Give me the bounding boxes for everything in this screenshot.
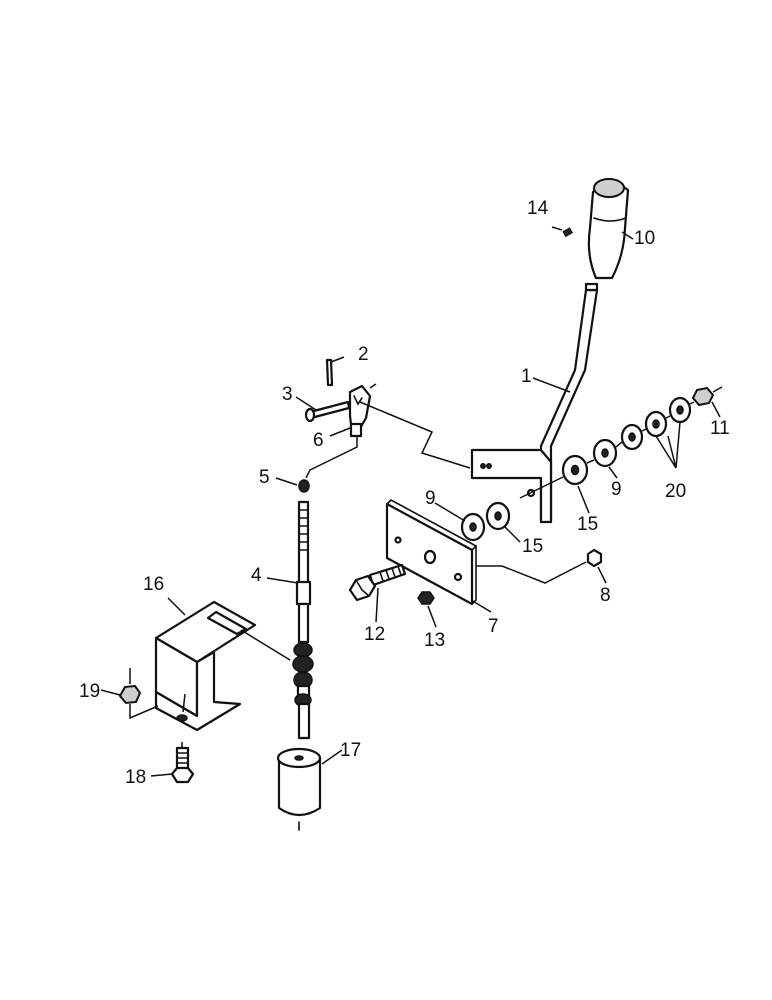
label-part-14: 14 [527, 198, 549, 219]
label-part-13: 13 [424, 630, 445, 651]
bracket [154, 600, 257, 732]
leader-lines [100, 226, 721, 777]
washer-15-right [561, 454, 589, 486]
shift-lever [470, 282, 599, 524]
label-part-10: 10 [634, 228, 655, 249]
screw-8 [586, 548, 603, 568]
shift-rod [292, 500, 314, 740]
label-part-8: 8 [600, 585, 611, 606]
bolt [348, 563, 407, 602]
clevis [348, 384, 372, 438]
cylinder-boot [276, 747, 322, 831]
washer-9 [592, 438, 618, 468]
label-part-15-upper: 15 [577, 514, 598, 535]
plate-connector-line [476, 561, 587, 584]
nut-11 [691, 386, 715, 407]
label-part-15-lower: 15 [522, 536, 543, 557]
washer-20-b [644, 410, 668, 438]
nut-13 [417, 591, 435, 605]
mounting-plate [385, 499, 478, 606]
label-part-12: 12 [364, 624, 385, 645]
label-part-11: 11 [710, 418, 730, 439]
label-part-5: 5 [259, 467, 270, 488]
part-labels: 1 2 3 6 5 4 9 15 15 9 20 11 10 14 8 7 13… [79, 198, 730, 788]
bolt-18 [170, 746, 195, 784]
clevis-pin [304, 400, 351, 423]
label-part-1: 1 [521, 366, 532, 387]
set-screw [562, 227, 573, 238]
label-part-20: 20 [665, 481, 686, 502]
label-part-9-lower: 9 [425, 488, 436, 509]
bracket-rod-line [240, 629, 291, 661]
bracket-connector-line [129, 668, 186, 720]
label-part-17: 17 [340, 740, 361, 761]
label-part-18: 18 [125, 767, 146, 788]
washer-15-lower [460, 512, 486, 542]
label-part-7: 7 [488, 616, 499, 637]
label-part-4: 4 [251, 565, 262, 586]
washer-15-upper [485, 501, 511, 531]
label-part-19: 19 [79, 681, 100, 702]
rod-connector-line [305, 436, 358, 479]
label-part-6: 6 [313, 430, 324, 451]
clevis-connector-line [359, 383, 471, 469]
washer-20-a [620, 423, 644, 451]
shift-knob [587, 178, 630, 280]
washer-20-c [668, 396, 692, 424]
label-part-16: 16 [143, 574, 164, 595]
lever-axis-line [519, 386, 723, 499]
label-part-9-upper: 9 [611, 479, 622, 500]
label-part-2: 2 [358, 344, 369, 365]
label-part-3: 3 [282, 384, 293, 405]
nut-5 [298, 479, 310, 493]
nut-19 [118, 684, 142, 705]
cotter-pin [325, 358, 334, 387]
